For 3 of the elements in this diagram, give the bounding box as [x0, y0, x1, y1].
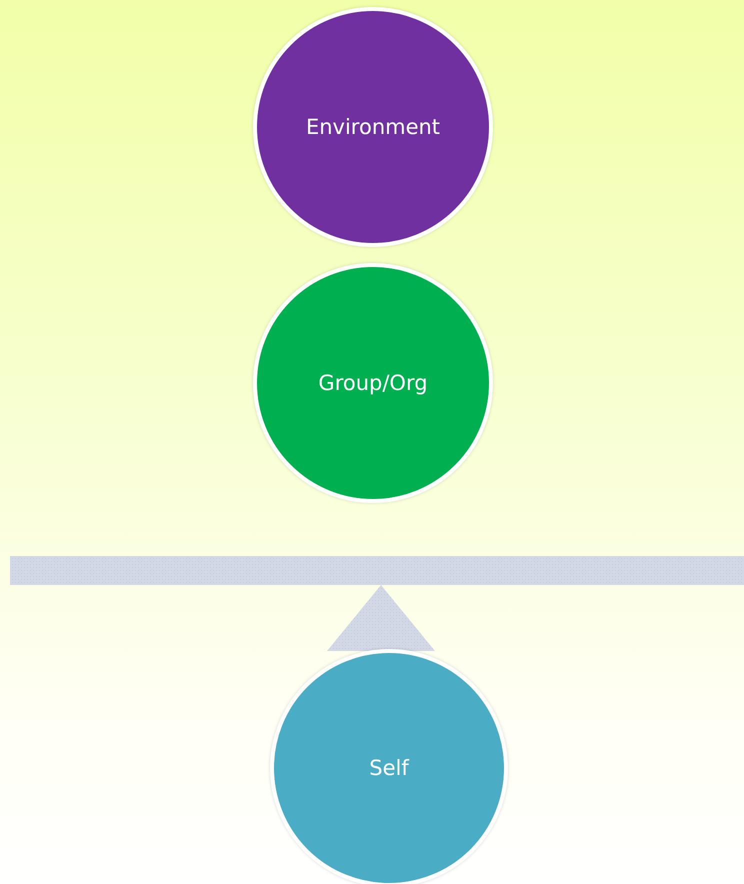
node-label: Self [369, 756, 409, 780]
node-label: Group/Org [318, 371, 428, 395]
node-label: Environment [306, 115, 440, 139]
